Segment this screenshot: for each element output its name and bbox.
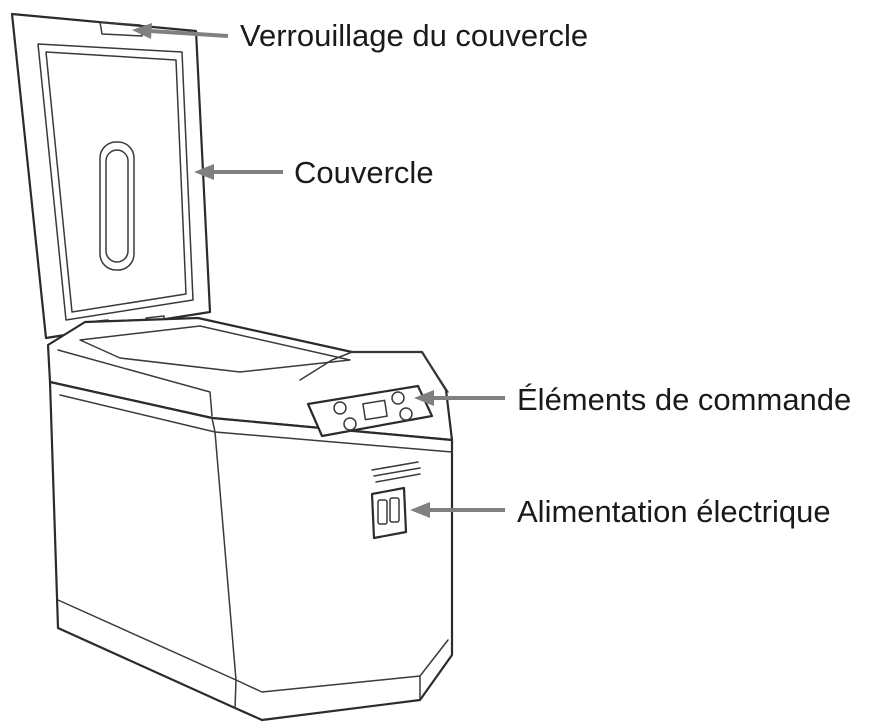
label-lid: Couvercle (294, 155, 434, 190)
lid (10, 12, 212, 340)
lid-lock-latch (99, 21, 143, 37)
label-lid-lock: Verrouillage du couvercle (240, 18, 588, 53)
arrowhead-icon (410, 502, 430, 518)
control-button-right-top (391, 391, 405, 405)
callout-lid: Couvercle (194, 155, 434, 190)
arrowhead-icon (194, 164, 214, 180)
control-button-left-top (333, 401, 347, 415)
power-socket (370, 486, 408, 540)
label-power: Alimentation électrique (517, 494, 831, 529)
control-button-left-bottom (343, 417, 357, 431)
callout-power: Alimentation électrique (410, 494, 831, 529)
callout-controls: Éléments de commande (414, 382, 851, 417)
control-button-right-bottom (399, 407, 413, 421)
arrowhead-icon (132, 23, 152, 39)
label-controls: Éléments de commande (517, 382, 851, 417)
callout-lid-lock: Verrouillage du couvercle (132, 18, 588, 53)
lid-window (99, 141, 135, 271)
control-display (362, 399, 388, 421)
arrowhead-icon (414, 390, 434, 406)
control-panel (306, 384, 434, 438)
